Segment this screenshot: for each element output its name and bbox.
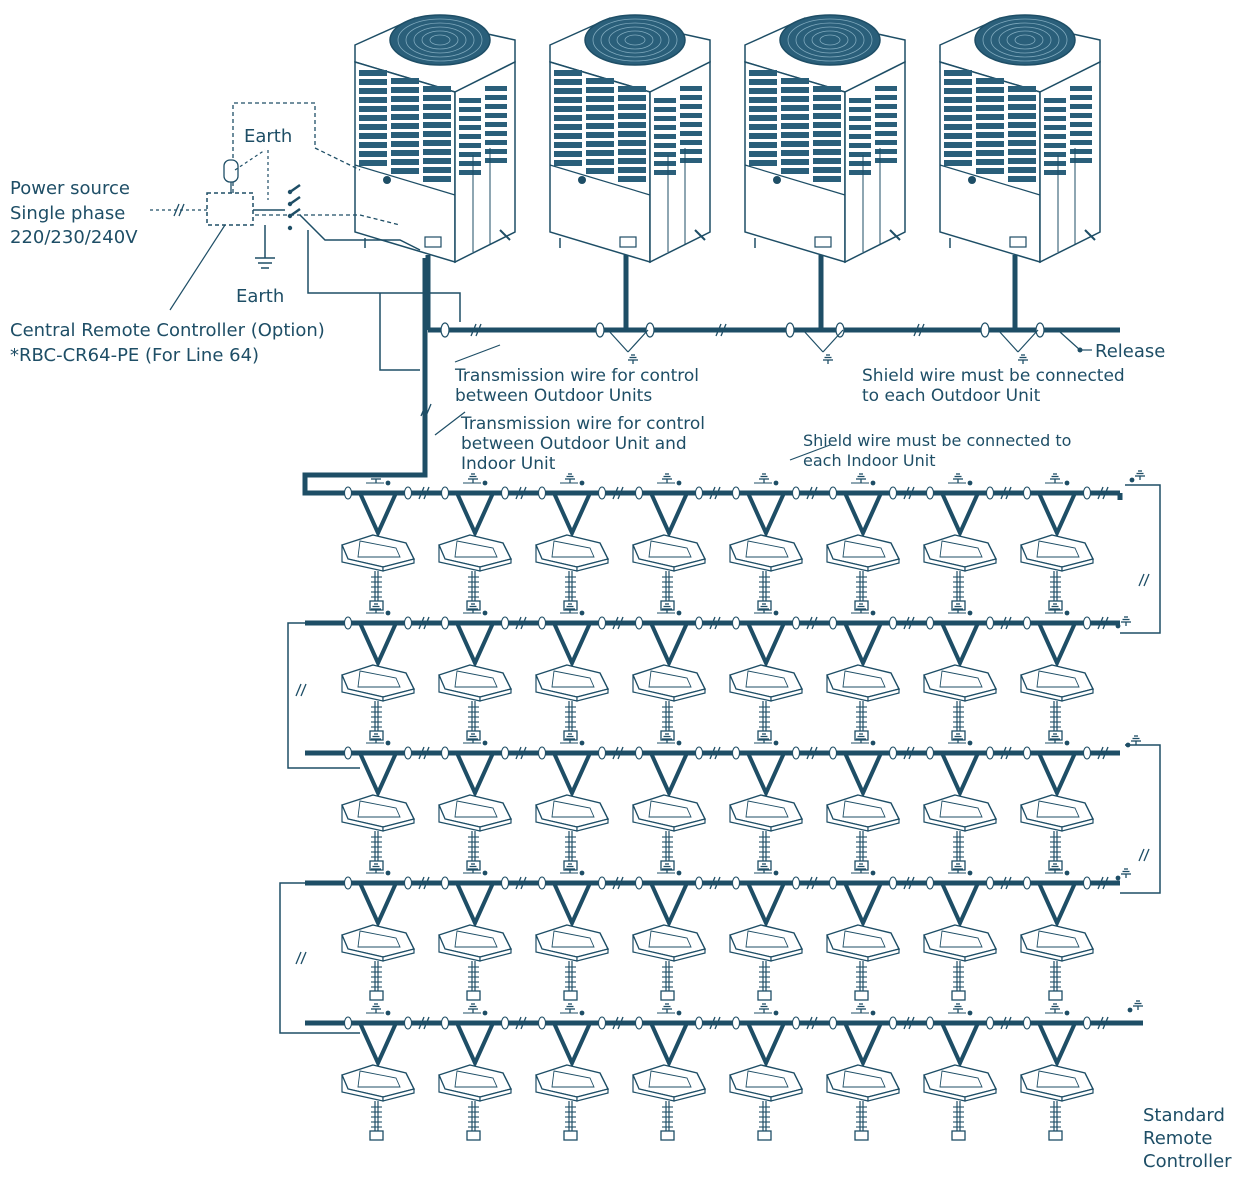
indoor-unit [923, 733, 1012, 871]
release-label: Release [1095, 341, 1166, 362]
fan-grill-icon [779, 14, 881, 66]
indoor-unit [535, 603, 624, 741]
indoor-unit [438, 1003, 527, 1141]
indoor-unit [729, 733, 818, 871]
indoor-unit [923, 863, 1012, 1001]
indoor-unit [632, 863, 721, 1001]
indoor-unit [438, 733, 527, 871]
power-source [150, 102, 421, 311]
indoor-unit [1020, 1003, 1109, 1141]
indoor-unit [826, 603, 915, 741]
indoor-unit [632, 473, 721, 611]
indoor-unit [826, 733, 915, 871]
terminator-icon [1129, 470, 1145, 483]
indoor-unit [632, 1003, 721, 1141]
fan-grill-icon [389, 14, 491, 66]
indoor-unit [826, 473, 915, 611]
fan-grill-icon [584, 14, 686, 66]
indoor-unit [341, 473, 430, 611]
terminator-icon [1127, 1000, 1143, 1013]
indoor-unit [1020, 863, 1109, 1001]
indoor-unit [1020, 603, 1109, 741]
indoor-unit [341, 603, 430, 741]
indoor-unit [923, 1003, 1012, 1141]
indoor-unit [632, 603, 721, 741]
indoor-unit [632, 733, 721, 871]
outdoor-unit [354, 14, 516, 264]
indoor-unit [1020, 733, 1109, 871]
indoor-unit [341, 1003, 430, 1141]
indoor-unit [341, 733, 430, 871]
indoor-unit [535, 1003, 624, 1141]
fan-grill-icon [974, 14, 1076, 66]
indoor-unit [729, 473, 818, 611]
indoor-unit [438, 603, 527, 741]
indoor-unit [341, 863, 430, 1001]
outdoor-unit [939, 14, 1101, 264]
indoor-unit [535, 473, 624, 611]
indoor-unit [729, 1003, 818, 1141]
outdoor-unit [549, 14, 711, 264]
terminator-icon [1125, 735, 1141, 748]
indoor-unit [438, 863, 527, 1001]
earth-top-label: Earth [244, 126, 293, 147]
earth-bottom-label: Earth [236, 286, 285, 307]
indoor-unit [923, 473, 1012, 611]
indoor-unit [826, 1003, 915, 1141]
terminator-icon [1115, 616, 1131, 629]
indoor-unit [1020, 473, 1109, 611]
indoor-unit [826, 863, 915, 1001]
indoor-unit [535, 863, 624, 1001]
indoor-unit [535, 733, 624, 871]
outdoor-unit [744, 14, 906, 264]
indoor-unit [729, 603, 818, 741]
outdoor-transmission-wire [425, 255, 1120, 364]
indoor-unit [923, 603, 1012, 741]
indoor-unit [729, 863, 818, 1001]
terminator-icon [1115, 868, 1131, 881]
